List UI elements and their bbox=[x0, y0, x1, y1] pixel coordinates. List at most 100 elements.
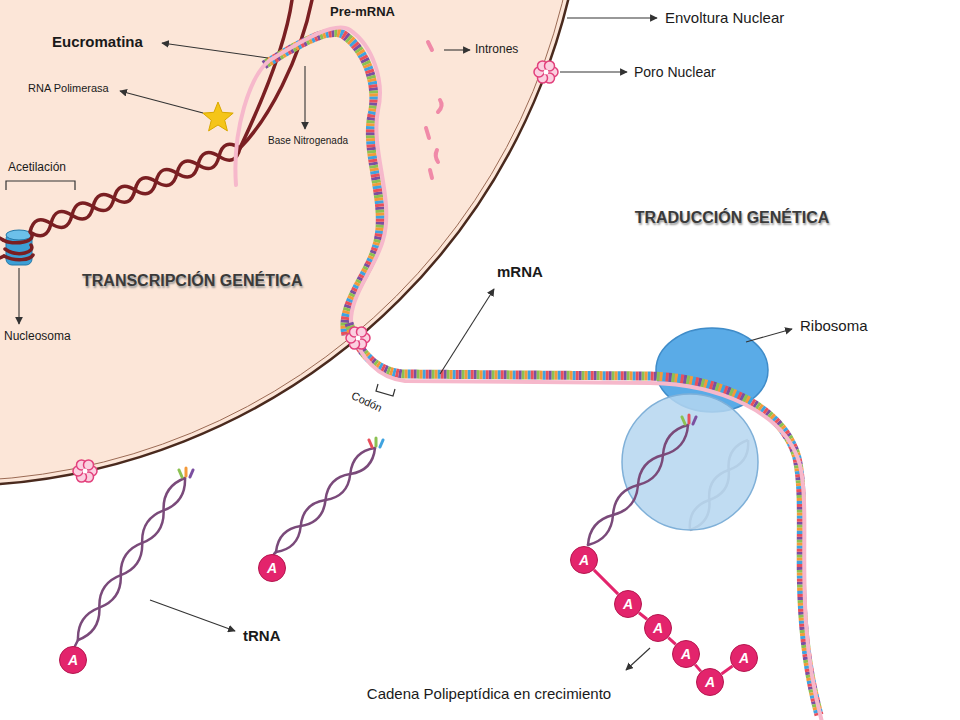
anticodon bbox=[185, 468, 188, 476]
pre-mrna bbox=[264, 32, 380, 335]
leader-arrow bbox=[626, 648, 650, 670]
nucleosome bbox=[0, 230, 33, 265]
leader-arrow bbox=[120, 91, 203, 113]
leader-arrow bbox=[304, 66, 305, 129]
structure-label: mRNA bbox=[497, 263, 543, 280]
nucleosome bbox=[4, 255, 33, 260]
pre-mrna bbox=[235, 27, 386, 335]
pre-mrna bbox=[264, 32, 380, 335]
leader-arrow bbox=[440, 289, 494, 374]
anticodon bbox=[380, 440, 383, 447]
nuclear-pore bbox=[534, 61, 558, 83]
structure-label: Nucleosoma bbox=[4, 330, 71, 344]
anticodon bbox=[190, 470, 193, 477]
nuclear-envelope bbox=[0, 0, 581, 481]
nucleosome bbox=[0, 256, 4, 261]
leader-arrow bbox=[567, 17, 657, 18]
structure-label: Poro Nuclear bbox=[634, 64, 716, 80]
amino-acid: A bbox=[730, 644, 758, 672]
trna bbox=[78, 478, 185, 640]
dna-strand bbox=[30, 0, 312, 236]
trna bbox=[588, 425, 688, 545]
leader-arrow bbox=[560, 71, 627, 72]
structure-label: RNA Polimerasa bbox=[28, 82, 109, 95]
structure-label: Base Nitrogenada bbox=[268, 135, 348, 147]
anticodon bbox=[693, 417, 696, 424]
amino-acid-letter: A bbox=[653, 621, 663, 635]
structure-label: Intrones bbox=[475, 43, 518, 57]
acetylation-bracket bbox=[6, 181, 75, 190]
trna bbox=[78, 478, 185, 640]
nuclear-pore bbox=[346, 327, 370, 349]
codon-label: Codón bbox=[349, 389, 384, 414]
anticodon bbox=[369, 440, 372, 447]
section-title: TRANSCRIPCIÓN GENÉTICA bbox=[82, 272, 302, 290]
amino-acid-letter: A bbox=[623, 597, 633, 611]
structure-label: tRNA bbox=[243, 627, 281, 644]
nuclear-pore bbox=[73, 460, 97, 482]
rna-polymerase bbox=[203, 102, 233, 131]
leader-arrow bbox=[18, 268, 19, 324]
nuclear-envelope bbox=[0, 0, 586, 486]
mrna bbox=[349, 323, 822, 720]
anticodon bbox=[179, 470, 182, 477]
amino-acid-letter: A bbox=[681, 647, 691, 661]
leader-arrow bbox=[19, 18, 792, 670]
amino-acid: A bbox=[672, 640, 700, 668]
amino-acid: A bbox=[644, 614, 672, 642]
structure-label: Cadena Polipeptídica en crecimiento bbox=[367, 685, 611, 702]
amino-acid-letter: A bbox=[579, 553, 589, 567]
peptide-bond bbox=[668, 638, 675, 645]
anticodon bbox=[688, 415, 691, 423]
section-title: TRADUCCIÓN GENÉTICA bbox=[635, 209, 830, 227]
intron bbox=[426, 42, 442, 178]
amino-acid-letter: A bbox=[267, 561, 277, 575]
nucleosome bbox=[6, 230, 32, 240]
dna-strand bbox=[240, 0, 312, 148]
amino-acid-letter: A bbox=[68, 653, 78, 667]
nucleosome bbox=[3, 232, 32, 243]
amino-acid: A bbox=[258, 554, 286, 582]
amino-acid-letter: A bbox=[705, 675, 715, 689]
amino-acid: A bbox=[614, 590, 642, 618]
leader-arrow bbox=[444, 49, 470, 50]
peptide-bond bbox=[721, 666, 732, 674]
nucleosome bbox=[0, 235, 3, 240]
leader-arrow bbox=[746, 329, 792, 342]
intron bbox=[436, 150, 438, 162]
pre-mrna bbox=[264, 32, 380, 335]
amino-acid: A bbox=[59, 646, 87, 674]
nucleosome bbox=[0, 232, 33, 261]
pre-mrna bbox=[264, 32, 380, 335]
structure-label: Envoltura Nuclear bbox=[665, 9, 784, 26]
intron bbox=[438, 100, 442, 112]
mrna bbox=[352, 330, 822, 720]
trna bbox=[588, 425, 688, 545]
amino-acid: A bbox=[570, 546, 598, 574]
peptide-bond bbox=[594, 570, 618, 594]
dna-strand bbox=[30, 144, 240, 236]
ribosome-small-subunit bbox=[622, 394, 758, 530]
leader-arrow bbox=[162, 43, 268, 58]
anticodon bbox=[375, 438, 378, 446]
amino-acid: A bbox=[696, 668, 724, 696]
trna bbox=[75, 640, 78, 646]
structure-label: Ribosoma bbox=[800, 317, 868, 334]
trna bbox=[75, 425, 688, 646]
amino-acid-letter: A bbox=[739, 651, 749, 665]
dna-strand bbox=[240, 0, 292, 148]
structure-label: Eucromatina bbox=[52, 33, 143, 50]
leader-arrow bbox=[150, 600, 235, 631]
intron bbox=[426, 128, 429, 138]
bracket-label: Acetilación bbox=[8, 161, 66, 175]
trna bbox=[276, 448, 375, 552]
peptide-bond bbox=[639, 613, 647, 620]
trna bbox=[276, 448, 375, 552]
anticodon bbox=[179, 415, 696, 477]
codon-bracket bbox=[376, 384, 395, 396]
